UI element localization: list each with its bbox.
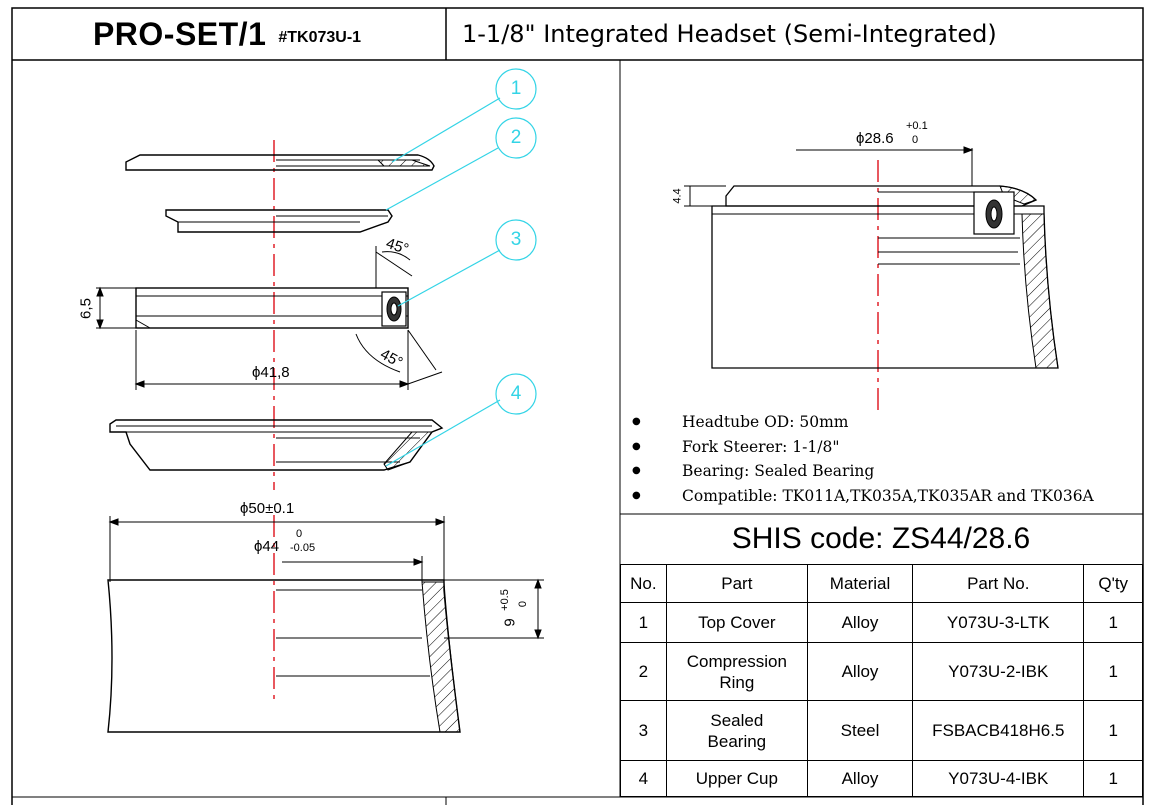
- table-row: 1 Top Cover Alloy Y073U-3-LTK 1: [620, 602, 1143, 643]
- cell-part-no: Y073U-3-LTK: [912, 602, 1085, 643]
- product-code: #TK073U-1: [278, 29, 362, 46]
- dim-cup-id-tol-upper: 0: [296, 528, 303, 540]
- col-no: No.: [620, 564, 667, 603]
- dim-cup-od: ϕ50±0.1: [240, 500, 295, 517]
- cell-qty: 1: [1083, 700, 1143, 761]
- table-row: 3 Sealed Bearing Steel FSBACB418H6.5 1: [620, 700, 1143, 761]
- spec-item: Compatible: TK011A,TK035A,TK035AR and TK…: [628, 484, 1148, 509]
- cell-material: Alloy: [806, 760, 914, 797]
- dim-headtube-depth-tol-lower: 0: [517, 600, 530, 608]
- dim-steerer: ϕ28.6: [856, 130, 894, 147]
- cell-qty: 1: [1083, 642, 1143, 701]
- callout-2: 2: [510, 127, 522, 148]
- dim-headtube-depth: 9: [501, 618, 519, 627]
- dim-steerer-tol-lower: 0: [912, 134, 919, 146]
- dim-steerer-tol-upper: +0.1: [906, 120, 928, 132]
- cell-no: 3: [620, 700, 667, 761]
- product-title: PRO-SET/1: [92, 15, 267, 52]
- cell-material: Steel: [806, 700, 914, 761]
- product-subtitle: 1-1/8" Integrated Headset (Semi-Integrat…: [462, 20, 997, 48]
- table-row: 4 Upper Cup Alloy Y073U-4-IBK 1: [620, 760, 1143, 797]
- spec-item: Bearing: Sealed Bearing: [628, 459, 1148, 484]
- cell-qty: 1: [1083, 760, 1143, 797]
- cell-qty: 1: [1083, 602, 1143, 643]
- cell-part: Top Cover: [665, 602, 808, 643]
- cell-material: Alloy: [806, 642, 914, 701]
- exploded-view: [96, 140, 544, 733]
- callout-leaders: [385, 68, 537, 467]
- table-header-row: No. Part Material Part No. Q'ty: [620, 564, 1143, 603]
- cell-part: Sealed Bearing: [665, 700, 808, 761]
- parts-table: No. Part Material Part No. Q'ty 1 Top Co…: [620, 564, 1143, 797]
- cell-part-no: FSBACB418H6.5: [912, 700, 1085, 761]
- col-part: Part: [665, 564, 808, 603]
- table-row: 2 Compression Ring Alloy Y073U-2-IBK 1: [620, 642, 1143, 701]
- cell-material: Alloy: [806, 602, 914, 643]
- cell-no: 1: [620, 602, 667, 643]
- dim-headtube-depth-tol-upper: +0.5: [498, 589, 511, 611]
- cell-no: 4: [620, 760, 667, 797]
- callout-4: 4: [510, 383, 522, 404]
- col-part-no: Part No.: [912, 564, 1085, 603]
- dim-bearing-od: ϕ41,8: [252, 364, 290, 381]
- dim-cup-id: ϕ44: [254, 538, 280, 555]
- spec-list: Headtube OD: 50mm Fork Steerer: 1-1/8" B…: [628, 410, 1148, 508]
- callout-3: 3: [510, 229, 522, 250]
- callout-1: 1: [510, 78, 522, 99]
- cell-no: 2: [620, 642, 667, 701]
- frame-border: [11, 7, 1144, 805]
- cell-part: Compression Ring: [665, 642, 808, 701]
- spec-item: Headtube OD: 50mm: [628, 410, 1148, 435]
- shis-code: SHIS code: ZS44/28.6: [731, 522, 1031, 555]
- dim-bearing-height: 6,5: [77, 298, 95, 319]
- dim-stack: 4.4: [671, 188, 684, 204]
- cell-part-no: Y073U-2-IBK: [912, 642, 1085, 701]
- cell-part: Upper Cup: [665, 760, 808, 797]
- col-material: Material: [806, 564, 914, 603]
- dim-cup-id-tol-lower: -0.05: [290, 542, 316, 554]
- cell-part-no: Y073U-4-IBK: [912, 760, 1085, 797]
- assembled-view: [684, 146, 1059, 415]
- col-qty: Q'ty: [1083, 564, 1143, 603]
- title-block: PRO-SET/1 #TK073U-1: [12, 8, 442, 60]
- spec-item: Fork Steerer: 1-1/8": [628, 435, 1148, 460]
